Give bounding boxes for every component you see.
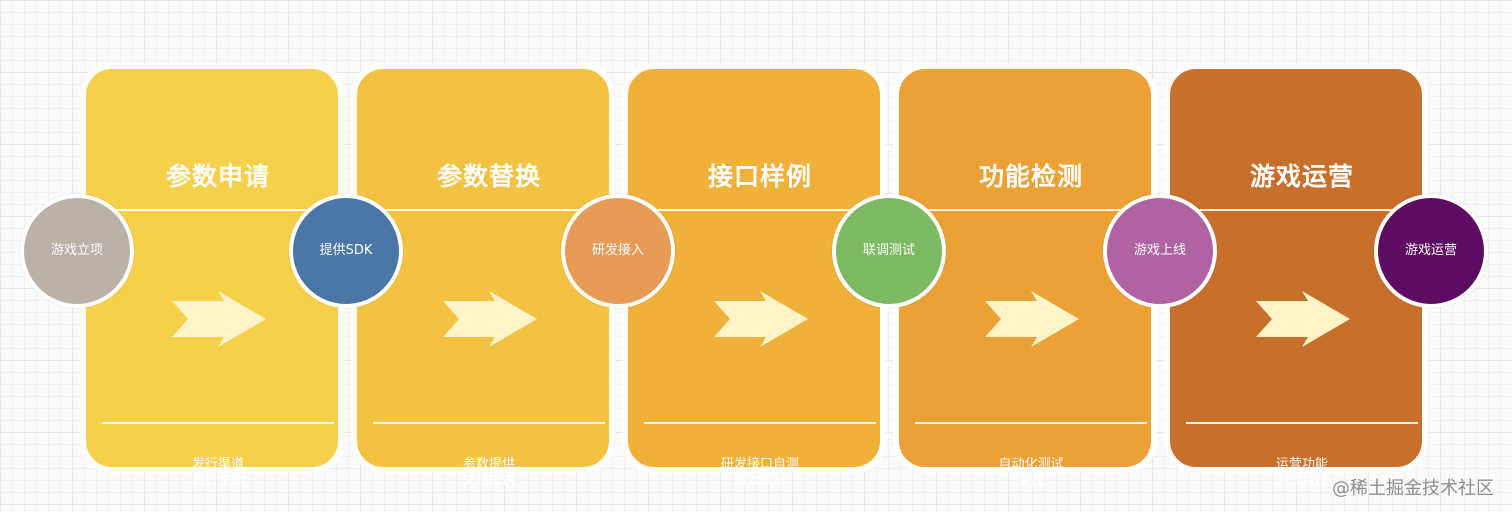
stage-note-ellipsis: ... [1024, 489, 1038, 504]
stage-note-ellipsis: ... [211, 489, 225, 504]
stage-divider-bottom [102, 422, 334, 424]
watermark-text: @稀土掘金技术社区 [1332, 478, 1494, 499]
stage-note: 发行主体 [191, 473, 244, 488]
stage-divider-top [915, 209, 1147, 211]
stage-title: 参数申请 [165, 162, 270, 191]
milestone-node-5: 游戏上线 [1103, 194, 1217, 308]
stage-title: 参数替换 [436, 162, 541, 191]
milestone-label: 游戏运营 [1404, 243, 1457, 258]
stage-notes: 研发接口自测 接入情况 ... [628, 457, 892, 505]
stage-note: 文档提供 [462, 473, 515, 488]
stage-divider-bottom [1186, 422, 1418, 424]
stage-divider-top [102, 209, 334, 211]
stage-notes: 发行渠道 发行主体 ... [86, 457, 350, 505]
milestone-node-2: 提供SDK [289, 194, 403, 308]
stage-note: 发行渠道 [191, 457, 244, 472]
stage-note: 游戏监控 [1275, 473, 1328, 488]
right-arrow-icon [714, 291, 808, 347]
stage-notes: 参数提供 文档提供 ... [357, 457, 621, 505]
milestone-label: 提供SDK [319, 243, 373, 258]
arrow-path [443, 291, 537, 347]
arrow-path [1256, 291, 1350, 347]
milestone-label: 联调测试 [862, 243, 915, 258]
milestone-node-3: 研发接入 [561, 194, 675, 308]
stage-divider-bottom [644, 422, 876, 424]
stage-note: 运营功能 [1275, 457, 1328, 472]
stage-title: 功能检测 [978, 162, 1083, 191]
stage-note-ellipsis: ... [1295, 489, 1309, 504]
stage-notes: 运营功能 游戏监控 ... [1170, 457, 1434, 505]
milestone-label: 游戏上线 [1133, 243, 1186, 258]
stage-divider-top [373, 209, 605, 211]
right-arrow-icon [443, 291, 537, 347]
stage-title: 接口样例 [707, 162, 812, 191]
arrow-path [172, 291, 266, 347]
arrow-path [985, 291, 1079, 347]
stage-divider-top [644, 209, 876, 211]
milestone-label: 研发接入 [591, 243, 644, 258]
right-arrow-icon [1256, 291, 1350, 347]
stage-divider-bottom [915, 422, 1147, 424]
stage-divider-top [1186, 209, 1418, 211]
stage-note: 参数提供 [462, 457, 515, 472]
stage-title: 游戏运营 [1249, 162, 1354, 191]
stage-notes: 自动化测试 监控 ... [899, 457, 1163, 505]
stage-note-ellipsis: ... [753, 489, 767, 504]
stage-note-ellipsis: ... [482, 489, 496, 504]
arrow-path [714, 291, 808, 347]
milestone-node-1: 游戏立项 [20, 194, 134, 308]
right-arrow-icon [172, 291, 266, 347]
milestone-node-6: 游戏运营 [1374, 194, 1488, 308]
stage-note: 监控 [1017, 473, 1044, 488]
milestone-node-4: 联调测试 [832, 194, 946, 308]
right-arrow-icon [985, 291, 1079, 347]
milestone-label: 游戏立项 [50, 243, 103, 258]
stage-note: 接入情况 [733, 473, 786, 488]
stage-note: 自动化测试 [998, 457, 1064, 472]
stage-note: 研发接口自测 [720, 457, 799, 472]
stage-divider-bottom [373, 422, 605, 424]
